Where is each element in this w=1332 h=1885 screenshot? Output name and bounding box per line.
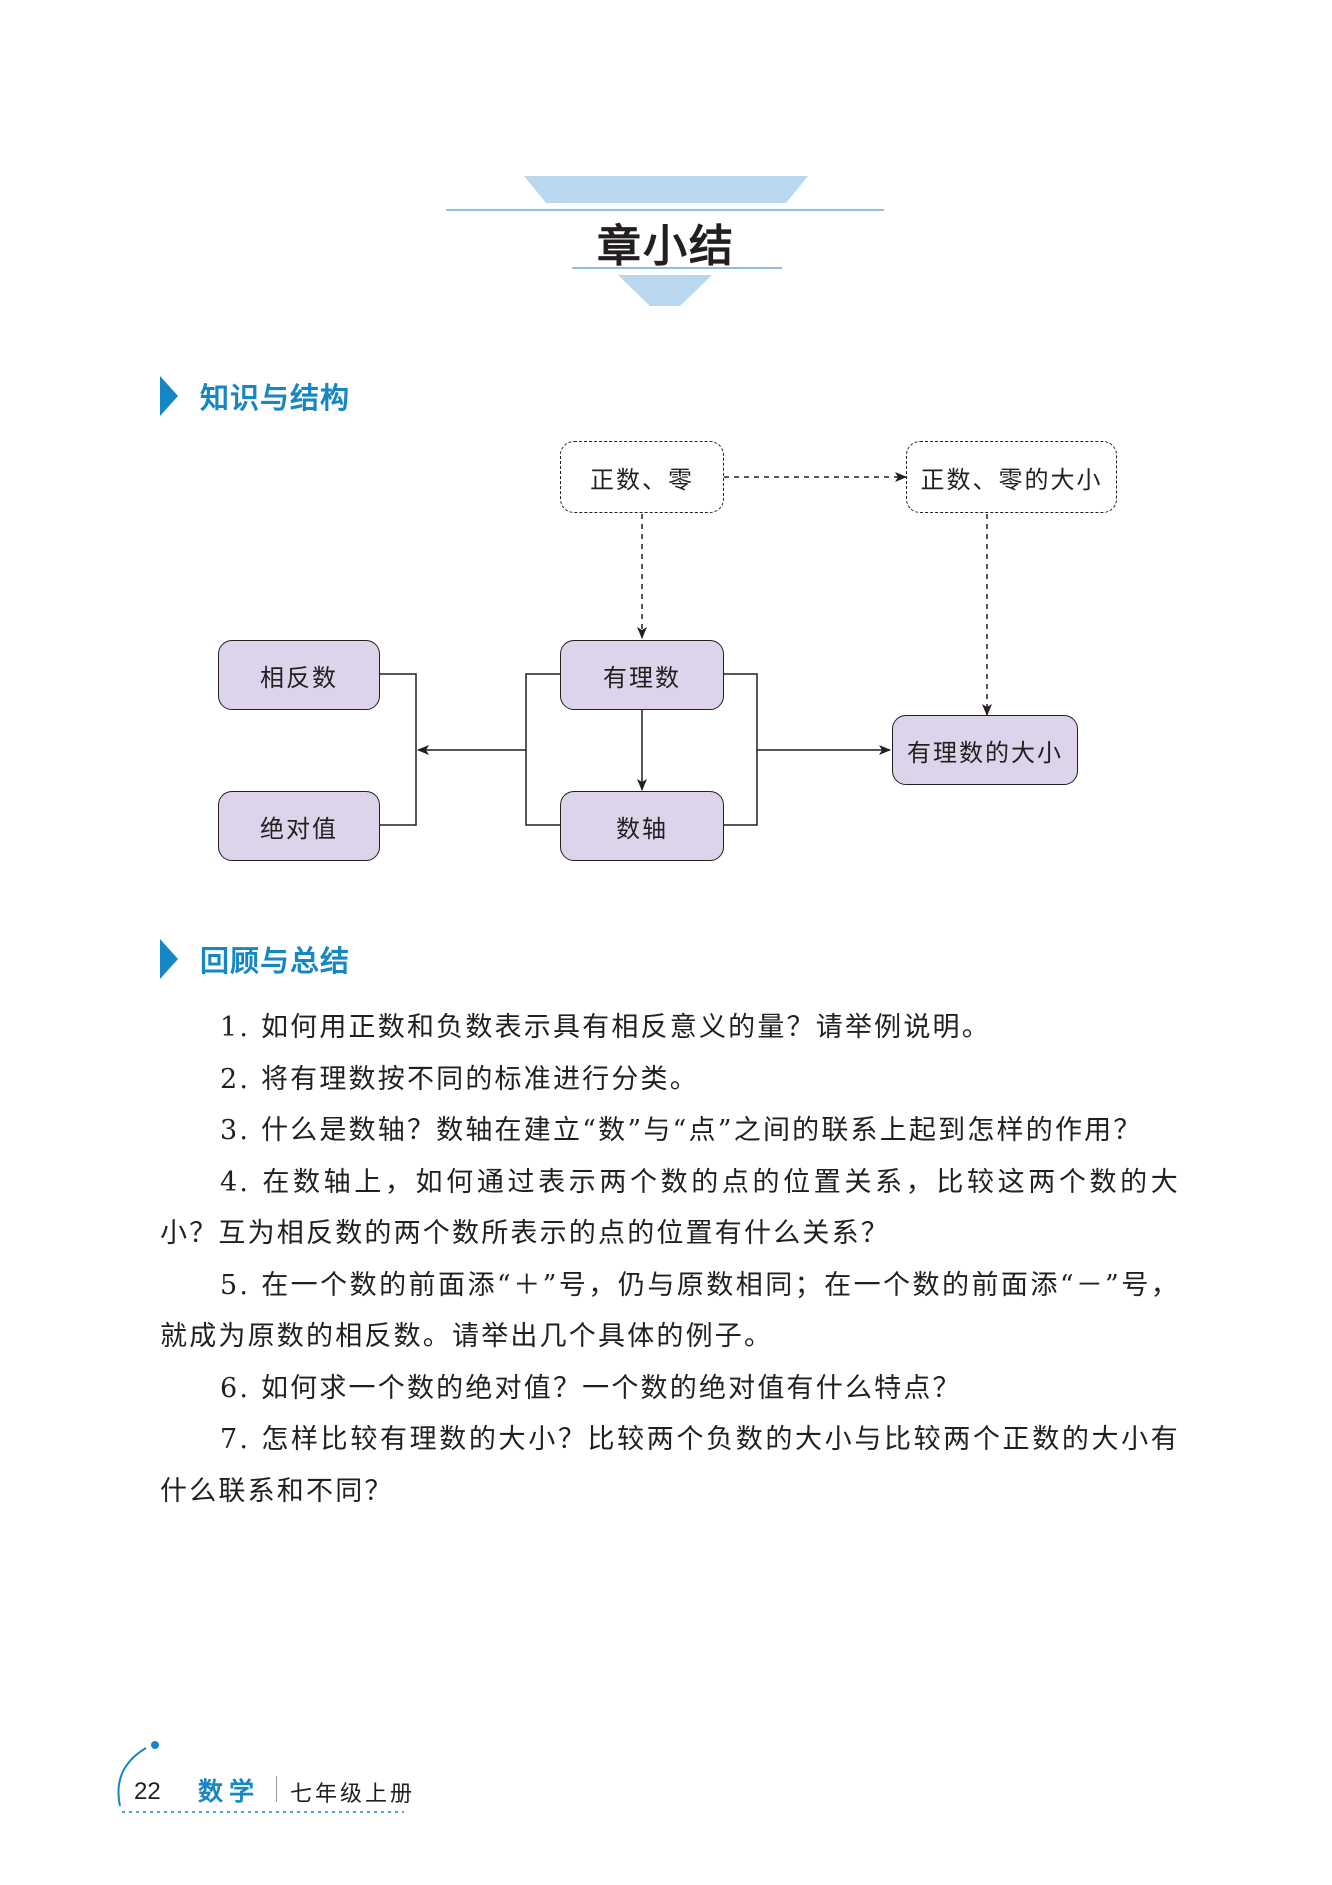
question-item: 7. 怎样比较有理数的大小？比较两个负数的大小与比较两个正数的大小有什么联系和不… bbox=[160, 1424, 1180, 1507]
knowledge-structure-diagram bbox=[380, 472, 992, 826]
question-item: 1. 如何用正数和负数表示具有相反意义的量？请举例说明。 bbox=[220, 1012, 991, 1043]
book-volume: 七年级上册 bbox=[290, 1782, 416, 1807]
triangle-marker-icon bbox=[160, 376, 178, 416]
question-item: 4. 在数轴上，如何通过表示两个数的点的位置关系，比较这两个数的大小？互为相反数… bbox=[160, 1166, 1180, 1250]
footer-divider bbox=[276, 1776, 277, 1802]
node-absolute-value: 绝对值 bbox=[218, 791, 380, 861]
node-rational-number: 有理数 bbox=[560, 640, 724, 710]
section-heading-label: 知识与结构 bbox=[200, 381, 351, 415]
bracket-center-right bbox=[724, 673, 758, 826]
triangle-marker-icon bbox=[160, 939, 178, 979]
footer-decoration bbox=[117, 1741, 404, 1813]
section-heading-review: 回顾与总结 bbox=[160, 937, 350, 981]
node-positive-zero-size: 正数、零的大小 bbox=[906, 441, 1117, 513]
node-positive-zero: 正数、零 bbox=[560, 441, 724, 513]
node-opposite-number: 相反数 bbox=[218, 640, 380, 710]
chapter-banner bbox=[446, 176, 884, 306]
banner-top-trapezoid bbox=[524, 176, 808, 203]
question-item: 5. 在一个数的前面添“＋”号，仍与原数相同；在一个数的前面添“－”号，就成为原… bbox=[160, 1269, 1180, 1353]
section-heading-label: 回顾与总结 bbox=[200, 944, 351, 978]
chapter-title: 章小结 bbox=[597, 221, 735, 272]
question-item: 2. 将有理数按不同的标准进行分类。 bbox=[220, 1063, 699, 1095]
page-number: 22 bbox=[134, 1778, 161, 1805]
banner-bottom-triangle bbox=[618, 275, 712, 306]
review-questions: 1. 如何用正数和负数表示具有相反意义的量？请举例说明。 2. 将有理数按不同的… bbox=[160, 1002, 1180, 1517]
footer-arc bbox=[117, 1747, 147, 1807]
book-subject: 数学 bbox=[198, 1777, 261, 1806]
footer-dot-icon bbox=[151, 1741, 159, 1749]
question-item: 6. 如何求一个数的绝对值？一个数的绝对值有什么特点？ bbox=[220, 1372, 962, 1404]
node-number-line: 数轴 bbox=[560, 791, 724, 861]
bracket-center-left bbox=[525, 673, 560, 826]
question-item: 3. 什么是数轴？数轴在建立“数”与“点”之间的联系上起到怎样的作用？ bbox=[220, 1115, 1143, 1146]
section-heading-knowledge: 知识与结构 bbox=[160, 374, 350, 418]
bracket-left-group bbox=[380, 673, 417, 826]
node-rational-size: 有理数的大小 bbox=[892, 715, 1078, 785]
